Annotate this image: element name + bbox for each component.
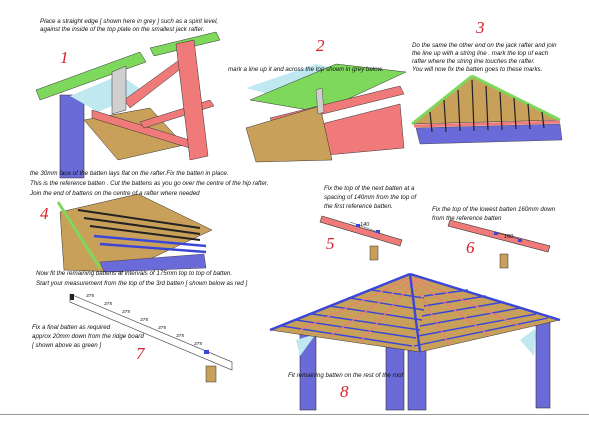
- panel-6-batten-marker-b: [518, 239, 522, 242]
- step-5-number: 5: [326, 234, 335, 253]
- panel-8-hip-left: [269, 272, 411, 332]
- panel-1-spirit-level: [35, 51, 147, 101]
- panel-3-hip-right: [471, 74, 561, 122]
- panel-6-dimension-line: [493, 231, 523, 241]
- step-2-line-1: mark a line up it and across the top sho…: [228, 66, 384, 73]
- panel-6-rafter: [447, 219, 551, 253]
- panel-5-spacing-illustration: [319, 215, 403, 261]
- panel-4-fascia: [99, 253, 207, 273]
- panel-2-green-board: [249, 63, 407, 113]
- panel-1-jack-rafter-illustration: [35, 31, 221, 179]
- step-7-side-line-3: [ shown above as green ]: [32, 342, 102, 349]
- panel-2-mark-line-illustration: [245, 63, 407, 163]
- panel-7-ridge-batten: [70, 294, 74, 300]
- step-3-line-2: the line up with a string line . mark th…: [412, 50, 549, 57]
- step-3-line-1: Do the same the other end on the jack ra…: [412, 42, 557, 49]
- panel-8-finished-roof-illustration: [269, 272, 561, 411]
- step-3-line-3: rafter where the string line touches the…: [412, 58, 535, 65]
- step-5-dimension: 140: [360, 222, 370, 228]
- step-3-line-4: You will now fix the batten goes to thes…: [412, 66, 543, 73]
- step-5-line-1: Fix the top of the next batten at a: [324, 185, 415, 192]
- page-bottom-rule: [0, 414, 589, 415]
- panel-6-batten-marker-a: [494, 232, 498, 235]
- step-7-top-line-2: Start your measurement from the top of t…: [36, 280, 248, 287]
- panel-6-lowest-batten-illustration: [447, 219, 551, 269]
- step-1-number: 1: [60, 48, 69, 67]
- panel-2-grey-mark-line: [315, 87, 325, 115]
- step-8-number: 8: [340, 382, 349, 401]
- panel-8-brace-right: [520, 328, 536, 356]
- panel-3-rafter-marks: [429, 79, 545, 133]
- panel-2-top-plate: [245, 105, 333, 163]
- panel-4-reference-batten: [93, 234, 207, 248]
- step-7-dimension-6: 375: [176, 334, 185, 339]
- step-6-line-2: from the reference batten: [432, 215, 502, 222]
- step-4-line-1: the 30mm face of the batten lays flat on…: [30, 170, 229, 177]
- panel-1-hip-rafter: [175, 39, 209, 161]
- step-7-top-line-1: Now fit the remaining battens at interva…: [36, 270, 233, 277]
- step-4-number: 4: [40, 204, 49, 223]
- step-4-line-3: Join the end of battens on the centre of…: [30, 190, 200, 197]
- panel-3-fascia: [415, 123, 563, 145]
- step-8-line-1: Fit remaining batten on the rest of the …: [288, 372, 404, 379]
- step-1-line-2: against the inside of the top plate on t…: [40, 26, 205, 33]
- panel-5-bracket: [369, 245, 379, 261]
- panel-8-hip-right: [409, 272, 561, 322]
- panel-8-hip-centre: [408, 273, 422, 353]
- step-2-number: 2: [316, 36, 325, 55]
- panel-1-grey-straight-edge: [111, 65, 127, 115]
- panel-4-reference-batten-illustration: [56, 193, 213, 273]
- panel-8-brace-left: [296, 334, 316, 356]
- panel-8-post-right: [535, 319, 551, 409]
- step-7-dimension-4: 375: [140, 318, 149, 323]
- step-4-line-2: This is the reference batten . Cut the b…: [30, 180, 269, 187]
- step-6-number: 6: [466, 238, 475, 257]
- panel-5-rafter: [319, 215, 403, 247]
- panel-4-hip-left: [56, 201, 102, 269]
- panel-7-bracket: [205, 365, 217, 383]
- panel-5-batten-marker-b: [376, 230, 380, 233]
- step-7-side-line-1: Fix a final batten as required: [32, 324, 111, 331]
- panel-3-string-line: [413, 120, 561, 128]
- step-7-side-line-2: approx 20mm down from the ridge board: [32, 333, 144, 340]
- panel-7-rafter: [69, 293, 233, 371]
- panel-3-hip-left: [411, 74, 473, 126]
- panel-5-dimension-line: [349, 221, 379, 233]
- step-5-line-2: spacing of 140mm from the top of: [324, 194, 417, 201]
- step-7-dimension-3: 375: [122, 310, 131, 315]
- panel-4-batten-blue: [99, 242, 207, 254]
- panel-3-string-line-illustration: [411, 74, 563, 145]
- panel-7-batten-marker: [204, 350, 209, 354]
- step-5-line-3: the first reference batten.: [324, 203, 393, 210]
- panel-8-rafters: [299, 277, 525, 347]
- panel-5-batten-marker-a: [356, 224, 360, 227]
- panel-8-post-centre-b: [407, 345, 427, 411]
- step-7-number: 7: [136, 344, 145, 363]
- step-3-number: 3: [476, 18, 485, 37]
- step-7-dimension-2: 375: [104, 302, 113, 307]
- panel-1-post: [59, 94, 85, 179]
- panel-7-batten-intervals-illustration: [69, 293, 233, 383]
- step-6-dimension: 160: [504, 234, 514, 240]
- step-6-line-1: Fix the top of the lowest batten 160mm d…: [432, 206, 556, 213]
- panel-4-battens-black: [77, 209, 201, 241]
- step-7-dimension-1: 375: [86, 294, 95, 299]
- step-7-dimension-5: 375: [158, 326, 167, 331]
- step-1-line-1: Place a straight edge [ shown here in gr…: [40, 18, 219, 25]
- panel-6-bracket: [499, 253, 509, 269]
- step-7-dimension-7: 375: [194, 342, 203, 347]
